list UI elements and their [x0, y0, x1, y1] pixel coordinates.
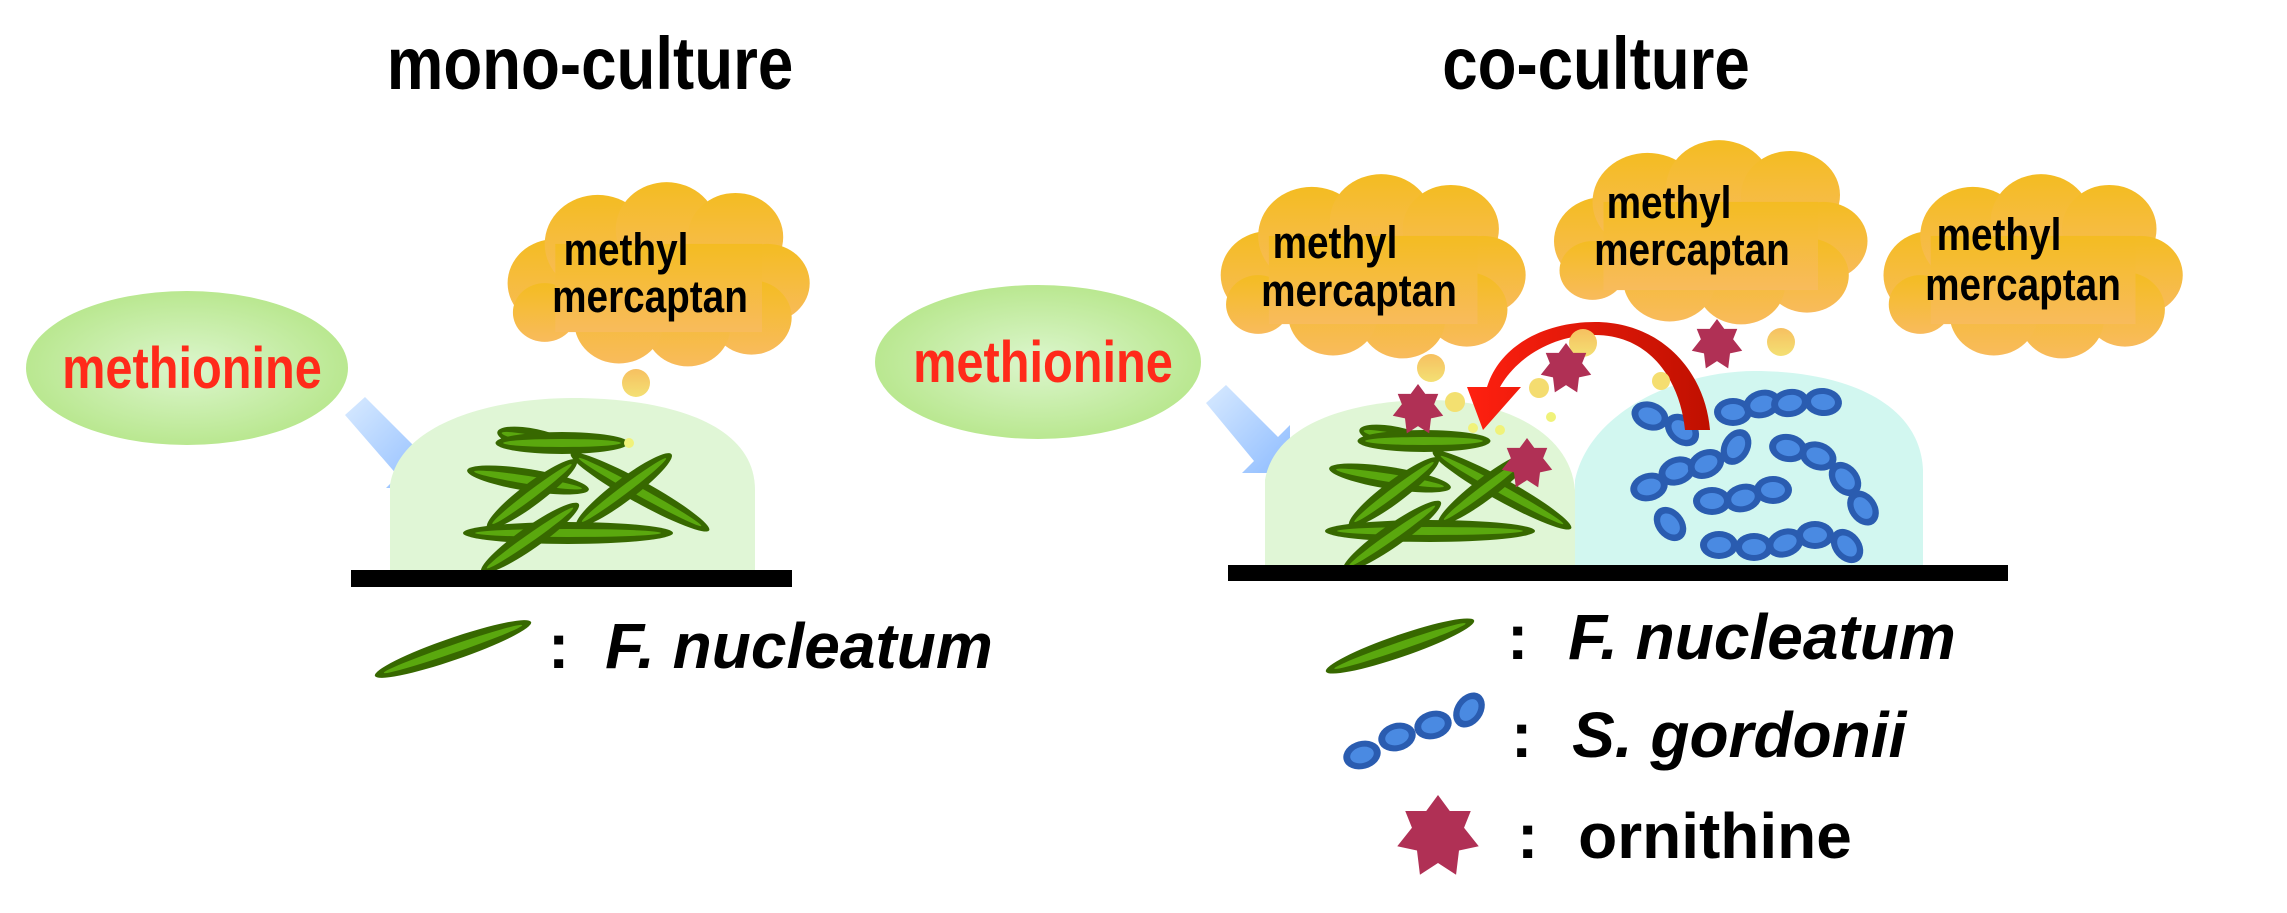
svg-text:: F. nucleatum: : F. nucleatum [548, 610, 993, 682]
f-nucleatum-cluster [463, 421, 715, 582]
cloud-text-line1: methyl [564, 224, 689, 274]
gas-bubble [1417, 354, 1445, 382]
star-icon [1397, 795, 1479, 875]
methionine-bubble [875, 285, 1201, 439]
cloud-text-line1: methyl [1937, 209, 2062, 259]
mono-culture-title: mono-culture [387, 23, 793, 106]
gas-bubble [1495, 425, 1505, 435]
legend-label: ornithine [1578, 800, 1852, 872]
gas-bubble [1445, 392, 1465, 412]
gas-bubble [1546, 412, 1556, 422]
cloud-text-line1: methyl [1607, 177, 1732, 227]
cloud-text-line2: mercaptan [1594, 224, 1790, 274]
cloud-text-line2: mercaptan [1261, 265, 1457, 315]
methionine-bubble [26, 291, 348, 445]
cloud-text-line2: mercaptan [552, 271, 748, 321]
gas-bubble [1767, 328, 1795, 356]
svg-text:: ornithine: : ornithine [1517, 800, 1852, 872]
rod-bacterium-icon [371, 611, 535, 687]
legend-separator: : [548, 610, 569, 682]
co-culture-title: co-culture [1442, 23, 1750, 106]
rod-bacterium-icon [1322, 610, 1478, 682]
legend-f-nucleatum: : F. nucleatum [1322, 601, 1956, 682]
svg-text:: S. gordonii: : S. gordonii [1511, 699, 1908, 771]
gas-bubble [1652, 372, 1670, 390]
legend-ornithine: : ornithine [1397, 795, 1852, 875]
svg-text:: F. nucleatum: : F. nucleatum [1507, 601, 1956, 673]
cocci-chain-icon [1340, 686, 1492, 774]
ornithine-transfer-arrow-icon [1467, 322, 1710, 430]
methionine-label: methionine [62, 337, 322, 401]
legend-label: S. gordonii [1572, 699, 1907, 771]
mono-culture-panel: mono-culture methionine methyl mercaptan [26, 23, 993, 687]
legend-label: F. nucleatum [1568, 601, 1956, 673]
substrate-arrow-icon [1206, 385, 1290, 473]
cloud-text-line2: mercaptan [1925, 259, 2121, 309]
legend-label: F. nucleatum [605, 610, 993, 682]
ornithine-star-icon [1691, 319, 1743, 369]
legend-separator: : [1511, 699, 1532, 771]
cloud-text-line1: methyl [1273, 217, 1398, 267]
substrate-surface [351, 570, 792, 587]
legend-separator: : [1507, 601, 1528, 673]
gas-bubble [622, 369, 650, 397]
gas-bubble [1468, 423, 1478, 433]
co-culture-panel: co-culture methionine methyl mercaptan m… [875, 23, 2183, 875]
gas-bubble [1569, 329, 1597, 357]
legend-separator: : [1517, 800, 1538, 872]
legend-s-gordonii: : S. gordonii [1340, 686, 1908, 774]
gas-bubble [1529, 378, 1549, 398]
legend-f-nucleatum: : F. nucleatum [371, 610, 993, 687]
substrate-surface [1228, 565, 2008, 581]
methionine-label: methionine [913, 331, 1173, 395]
